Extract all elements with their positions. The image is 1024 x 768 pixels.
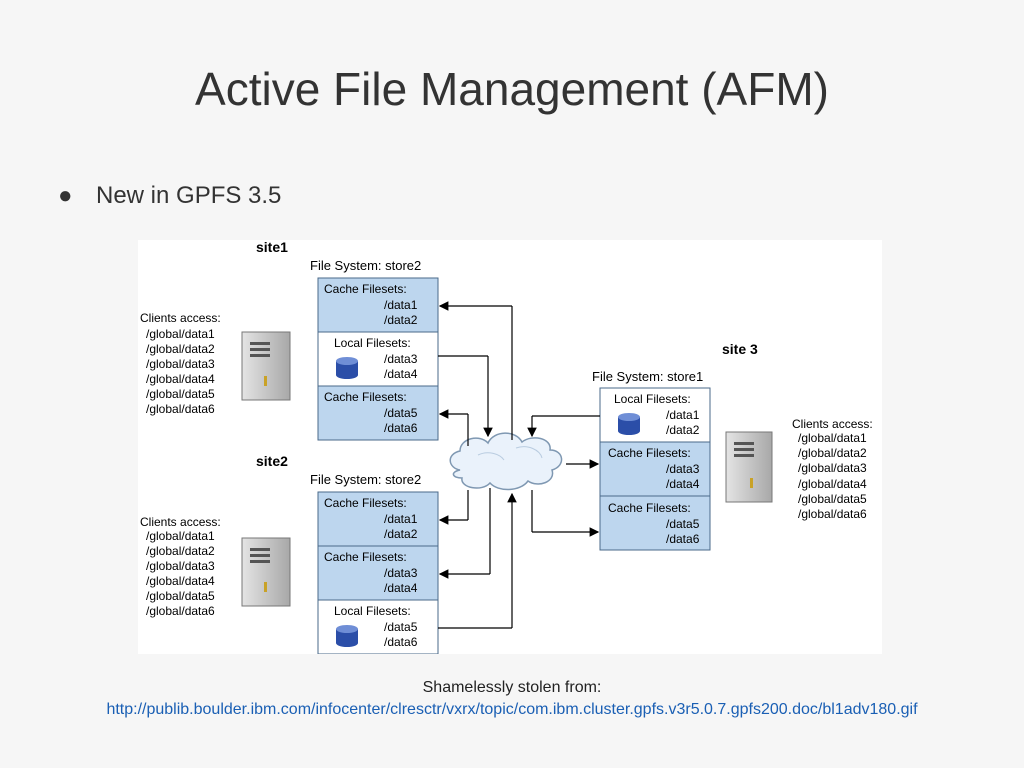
site3-fs-label: File System: store1 xyxy=(592,369,703,384)
site2-box-1 xyxy=(317,491,439,547)
site2-box-2-item: /data3 xyxy=(384,566,418,580)
site3-label: site 3 xyxy=(722,341,758,357)
site1-fs-label: File System: store2 xyxy=(310,258,421,273)
site3-box-2-item: /data4 xyxy=(666,477,700,491)
site1-client-path: /global/data3 xyxy=(146,357,215,371)
site2-client-path: /global/data6 xyxy=(146,604,215,618)
afm-diagram: site1 File System: store2 Clients access… xyxy=(138,240,882,654)
site1-box-2-title: Local Filesets: xyxy=(334,336,411,350)
site2-box-3-item: /data6 xyxy=(384,635,418,649)
site1-box-2-item: /data4 xyxy=(384,367,418,381)
site3-box-3-item: /data6 xyxy=(666,532,700,546)
site1-client-path: /global/data5 xyxy=(146,387,215,401)
source-link[interactable]: http://publib.boulder.ibm.com/infocenter… xyxy=(106,701,918,718)
site1-client-path: /global/data4 xyxy=(146,372,215,386)
cloud-icon xyxy=(449,432,563,491)
connector-lines xyxy=(438,301,600,629)
bullet-text: New in GPFS 3.5 xyxy=(96,182,282,209)
site1-label: site1 xyxy=(256,240,288,255)
site2-client-path: /global/data4 xyxy=(146,574,215,588)
site1-clients-title: Clients access: xyxy=(140,311,221,325)
site1-box-3-title: Cache Filesets: xyxy=(324,390,407,404)
slide-title: Active File Management (AFM) xyxy=(195,63,829,115)
database-icon xyxy=(618,413,640,435)
site3-client-path: /global/data1 xyxy=(798,431,867,445)
site2-box-1-item: /data1 xyxy=(384,512,418,526)
site1-box-1-item: /data1 xyxy=(384,298,418,312)
site2-client-path: /global/data5 xyxy=(146,589,215,603)
site2-box-2 xyxy=(317,545,439,601)
site1-box-1-title: Cache Filesets: xyxy=(324,282,407,296)
site2-box-3-title: Local Filesets: xyxy=(334,604,411,618)
site3-box-3-title: Cache Filesets: xyxy=(608,501,691,515)
site1-box-3-item: /data5 xyxy=(384,406,418,420)
site3-box-2-item: /data3 xyxy=(666,462,700,476)
site2-client-path: /global/data2 xyxy=(146,544,215,558)
site3-client-path: /global/data6 xyxy=(798,507,867,521)
site3-box-3 xyxy=(599,495,711,551)
site3-server-icon xyxy=(725,431,773,503)
site3-box-3-item: /data5 xyxy=(666,517,700,531)
site3-box-1-title: Local Filesets: xyxy=(614,392,691,406)
site3-client-path: /global/data3 xyxy=(798,461,867,475)
bullet-item: ● New in GPFS 3.5 xyxy=(58,182,281,210)
site3-box-1-item: /data1 xyxy=(666,408,700,422)
site2-box-2-title: Cache Filesets: xyxy=(324,550,407,564)
site2-box-2-item: /data4 xyxy=(384,581,418,595)
site1-server-icon xyxy=(241,331,291,401)
site1-box-3-item: /data6 xyxy=(384,421,418,435)
site2-client-path: /global/data1 xyxy=(146,529,215,543)
site1-box-3 xyxy=(317,385,439,441)
site3-client-path: /global/data4 xyxy=(798,477,867,491)
site2-client-path: /global/data3 xyxy=(146,559,215,573)
bullet-dot-icon: ● xyxy=(58,182,73,209)
site1-client-path: /global/data1 xyxy=(146,327,215,341)
site2-server-icon xyxy=(241,537,291,607)
site3-box-2 xyxy=(599,441,711,497)
site1-client-path: /global/data6 xyxy=(146,402,215,416)
site1-box-2-item: /data3 xyxy=(384,352,418,366)
credit-text: Shamelessly stolen from: xyxy=(422,679,602,696)
site2-box-3-item: /data5 xyxy=(384,620,418,634)
site3-clients-title: Clients access: xyxy=(792,417,873,431)
site3-box-1-item: /data2 xyxy=(666,423,700,437)
site3-client-path: /global/data2 xyxy=(798,446,867,460)
site2-fs-label: File System: store2 xyxy=(310,472,421,487)
site1-box-1-item: /data2 xyxy=(384,313,418,327)
site2-label: site2 xyxy=(256,453,288,469)
site1-client-path: /global/data2 xyxy=(146,342,215,356)
database-icon xyxy=(336,625,358,647)
site3-client-path: /global/data5 xyxy=(798,492,867,506)
database-icon xyxy=(336,357,358,379)
site2-box-1-item: /data2 xyxy=(384,527,418,541)
site2-box-1-title: Cache Filesets: xyxy=(324,496,407,510)
site2-clients-title: Clients access: xyxy=(140,515,221,529)
site1-box-1 xyxy=(317,277,439,333)
site3-box-1 xyxy=(599,387,711,443)
site3-box-2-title: Cache Filesets: xyxy=(608,446,691,460)
